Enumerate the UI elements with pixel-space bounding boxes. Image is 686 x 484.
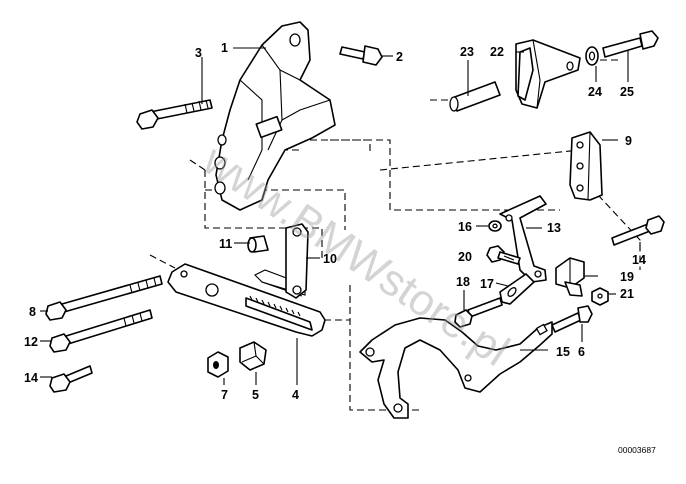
bolt-part-14-left[interactable] [49,365,93,393]
callout-14-right: 14 [632,253,646,267]
callout-25: 25 [620,85,634,99]
callout-7: 7 [221,388,228,402]
washer-part-24[interactable] [585,46,599,66]
callout-19: 19 [620,270,634,284]
callout-22: 22 [490,45,504,59]
main-bracket-part[interactable] [214,21,336,211]
document-number: 00003687 [618,445,656,455]
bolt-part-12[interactable] [49,309,153,353]
callout-12: 12 [24,335,38,349]
callout-2: 2 [396,50,403,64]
bolt-part-2[interactable] [339,45,383,66]
washer-part-16[interactable] [488,220,502,232]
callout-17: 17 [480,277,494,291]
callout-14-left: 14 [24,371,38,385]
nut-part-21[interactable] [591,287,609,306]
callout-13: 13 [547,221,561,235]
callout-24: 24 [588,85,602,99]
bolt-part-14-right[interactable] [611,215,665,246]
callout-6: 6 [578,345,585,359]
callout-16: 16 [458,220,472,234]
bolt-part-6[interactable] [551,305,593,333]
bolt-part-20[interactable] [486,245,521,265]
bolt-part-25[interactable] [602,30,659,58]
callout-5: 5 [252,388,259,402]
curved-bracket-part-15[interactable] [359,317,553,419]
bolt-part-8[interactable] [45,275,163,321]
clamp-block-part-19[interactable] [555,257,585,297]
callout-23: 23 [460,45,474,59]
bolt-part-18[interactable] [454,297,503,328]
link-part-17[interactable] [499,273,535,305]
callout-1: 1 [221,41,228,55]
tensioner-bracket-part-22[interactable] [515,39,581,109]
bolt-part-3[interactable] [136,99,213,130]
link-plate-part-10[interactable] [285,223,309,299]
bushing-part-23[interactable] [449,81,501,112]
callout-10: 10 [323,252,337,266]
callout-11: 11 [219,237,232,251]
callout-9: 9 [625,134,632,148]
callout-20: 20 [458,250,472,264]
bushing-part-11[interactable] [247,235,269,253]
sleeve-part-5[interactable] [239,341,267,371]
callout-3: 3 [195,46,202,60]
nut-part-7[interactable] [207,351,229,378]
callout-labels: 1 2 3 4 5 6 7 8 9 10 11 12 13 14 14 15 1… [24,41,646,402]
link-bracket-part-13[interactable] [499,195,547,283]
callout-21: 21 [620,287,634,301]
callout-4: 4 [292,388,299,402]
callout-15: 15 [556,345,570,359]
plate-part-9[interactable] [569,131,603,201]
callout-18: 18 [456,275,470,289]
leader-lines [40,47,641,385]
callout-8: 8 [29,305,36,319]
adjusting-rail-part-4[interactable] [167,263,326,337]
